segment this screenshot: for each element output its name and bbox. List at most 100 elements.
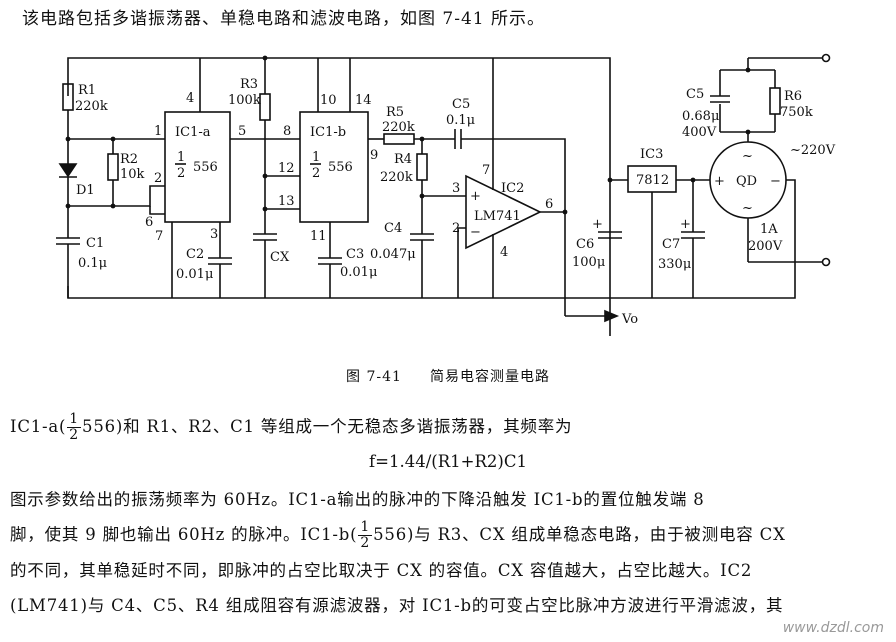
junction-dot — [262, 173, 268, 179]
opamp-plus: + — [470, 189, 481, 204]
c2-label: C2 — [186, 247, 204, 262]
vo-label: Vo — [621, 312, 638, 327]
qd-rating-voltage: 200V — [748, 239, 783, 254]
junction-dot — [262, 55, 268, 61]
ac-terminal-bottom — [821, 257, 831, 267]
opamp-pin2-wire — [457, 227, 466, 298]
top-rail-wire — [67, 57, 611, 336]
pin2-wire — [113, 185, 165, 207]
c5-value: 0.1μ — [446, 113, 475, 128]
c7-plus: + — [680, 217, 691, 232]
pin-number: 11 — [310, 229, 327, 244]
c5b-label: C5 — [686, 87, 704, 102]
pin-number: 2 — [154, 171, 162, 186]
c5b-value: 0.68μ — [682, 109, 719, 124]
ic1b-type: 556 — [328, 160, 353, 175]
pin-number: 13 — [278, 194, 295, 209]
qd-minus: − — [770, 174, 781, 189]
r1-value: 220k — [75, 99, 108, 114]
pin-number: 10 — [320, 93, 337, 108]
pin-number: 6 — [545, 197, 553, 212]
c2-value: 0.01μ — [176, 267, 213, 282]
r2-resistor — [107, 153, 119, 181]
pin-number: 8 — [283, 124, 291, 139]
pin-number: 4 — [186, 91, 194, 106]
pin-number: 9 — [370, 148, 378, 163]
paragraph-text: 脚，使其 9 脚也输出 60Hz 的脉冲。IC1-b( — [10, 525, 358, 544]
r3-resistor — [259, 93, 271, 121]
r3-value: 100k — [228, 93, 261, 108]
ac-voltage-label: ~220V — [790, 143, 836, 158]
junction-dot — [262, 206, 268, 212]
paragraph-line-5: (LM741)与 C4、C5、R4 组成阻容有源滤波器，对 IC1-b的可变占空… — [10, 596, 784, 615]
r6-value: 750k — [780, 105, 813, 120]
qd-minus-wire — [786, 179, 796, 246]
qd-plus: + — [714, 174, 725, 189]
r3-label: R3 — [240, 77, 258, 92]
qd-ac-symbol: ~ — [742, 149, 753, 164]
c5-label: C5 — [452, 97, 470, 112]
opamp-minus: − — [470, 225, 481, 240]
figure-number: 图 7-41 — [346, 369, 402, 385]
ic3-type: 7812 — [636, 173, 669, 188]
pin-number: 7 — [155, 229, 163, 244]
ic1b-half-d: 2 — [312, 166, 320, 181]
r6-label: R6 — [784, 89, 802, 104]
pin-number: 12 — [278, 161, 295, 176]
ic1b-half-n: 1 — [312, 150, 320, 165]
r5-label: R5 — [386, 105, 404, 120]
junction-dot — [65, 203, 71, 209]
paragraph-line-4: 的不同，其单稳延时不同，即脉冲的占空比取决于 CX 的容值。CX 容值越大，占空… — [10, 561, 753, 580]
ic2-label: IC2 — [501, 181, 524, 196]
c5-feedback-wire — [461, 138, 566, 212]
r5-resistor — [383, 133, 415, 145]
ic1b-chip — [299, 111, 369, 223]
c7-label: C7 — [662, 237, 680, 252]
pin-number: 2 — [452, 221, 460, 236]
c3-label: C3 — [346, 247, 364, 262]
r4-value: 220k — [380, 170, 413, 185]
c4-value: 0.047μ — [370, 247, 416, 262]
pin-number: 5 — [238, 124, 246, 139]
c6-label: C6 — [576, 237, 594, 252]
c6-plus: + — [592, 217, 603, 232]
paragraph-line-2: 图示参数给出的振荡频率为 60Hz。IC1-a输出的脉冲的下降沿触发 IC1-b… — [10, 490, 705, 509]
r4-label: R4 — [394, 152, 412, 167]
watermark: www.dzdl.com — [782, 620, 884, 636]
pin-number: 7 — [482, 163, 490, 178]
ic1a-half-n: 1 — [177, 150, 185, 165]
pin-number: 6 — [145, 215, 153, 230]
r6-resistor — [769, 87, 781, 115]
c1-value: 0.1μ — [78, 256, 107, 271]
c1-label: C1 — [86, 236, 104, 251]
ic3-regulator — [627, 165, 677, 193]
pin-number: 3 — [452, 181, 460, 196]
c5b-voltage: 400V — [682, 125, 717, 140]
c4-label: C4 — [384, 221, 402, 236]
junction-dot — [110, 136, 116, 142]
c6-value: 100μ — [572, 255, 605, 270]
ic1a-chip — [164, 111, 231, 223]
ac-terminal-top — [821, 53, 831, 63]
ic3-label: IC3 — [640, 147, 663, 162]
r2-label: R2 — [120, 152, 138, 167]
pin-number: 1 — [154, 124, 162, 139]
qd-ac-symbol: ~ — [742, 201, 753, 216]
pin-number: 14 — [355, 93, 372, 108]
frequency-formula: f=1.44/(R1+R2)C1 — [369, 452, 527, 471]
lm741-opamp — [465, 174, 542, 250]
paragraph-text: 556)和 R1、R2、C1 等组成一个无稳态多谐振荡器，其频率为 — [82, 417, 573, 436]
ic1a-half-d: 2 — [177, 166, 185, 181]
r1-label: R1 — [78, 83, 96, 98]
r4-resistor — [416, 153, 428, 181]
r2-value: 10k — [120, 167, 145, 182]
r5-value: 220k — [382, 120, 415, 135]
pin-number: 3 — [210, 227, 218, 242]
junction-dot — [745, 129, 751, 135]
c3-value: 0.01μ — [340, 265, 377, 280]
pin-number: 4 — [500, 245, 508, 260]
